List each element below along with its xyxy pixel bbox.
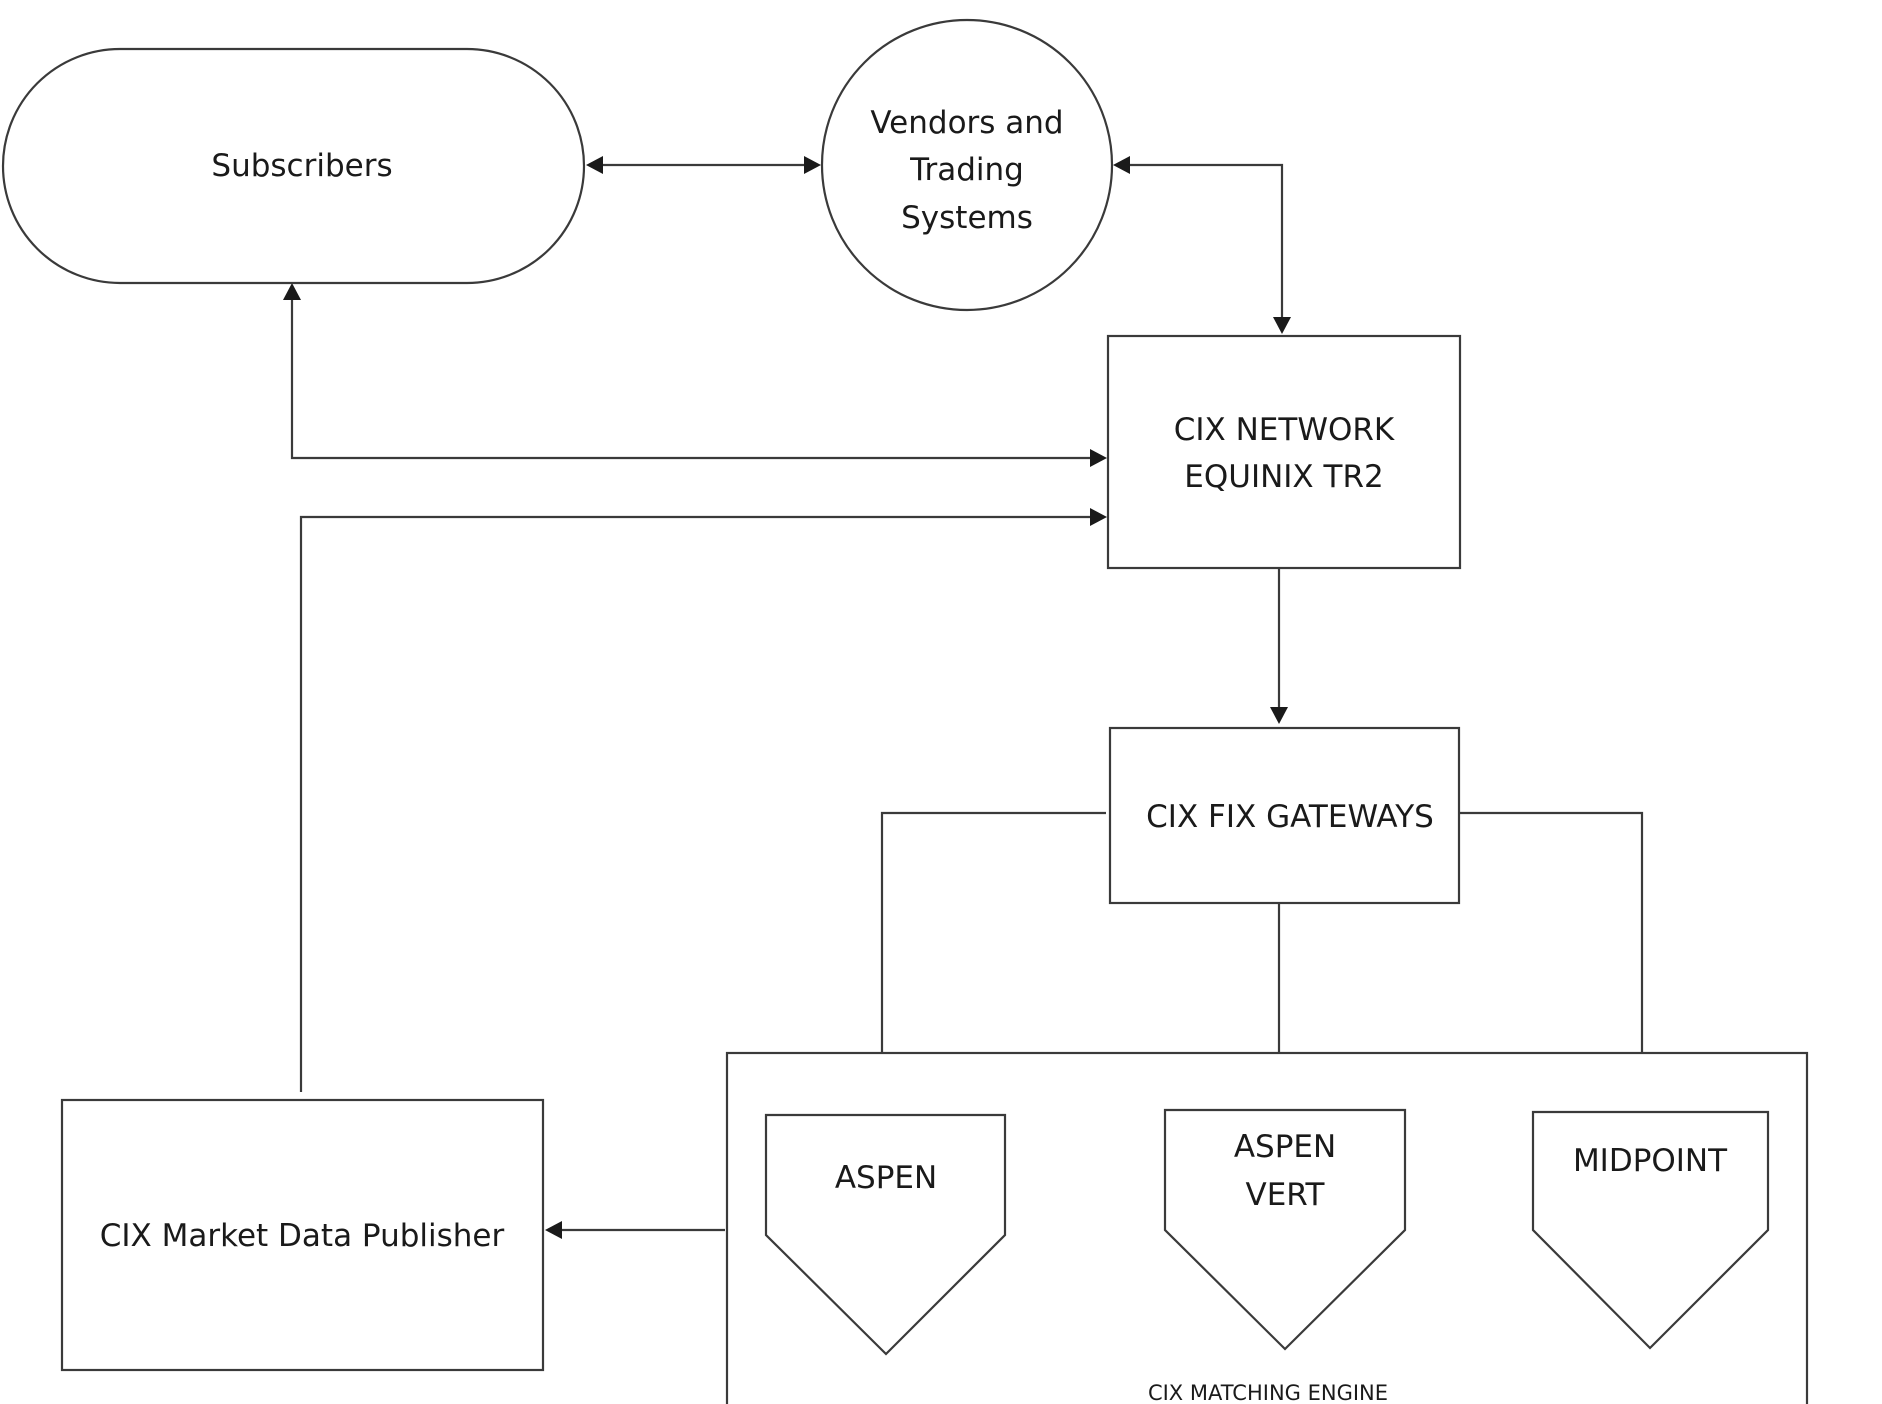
fix-gateways-shape xyxy=(1108,726,1461,905)
arrowhead-left xyxy=(545,1221,562,1239)
node-aspen[interactable]: ASPEN xyxy=(764,1113,1007,1356)
midpoint-label: MIDPOINT xyxy=(1573,1143,1728,1179)
node-midpoint[interactable]: MIDPOINT xyxy=(1531,1110,1770,1350)
aspen-vert-label-line-2: VERT xyxy=(1245,1177,1325,1213)
midpoint-shape xyxy=(1531,1110,1770,1350)
node-cix-network[interactable]: CIX NETWORK EQUINIX TR2 xyxy=(1106,334,1462,570)
vendors-label-line-1: Vendors and xyxy=(870,105,1063,141)
aspen-shape xyxy=(764,1113,1007,1356)
edge-gateways-aspen xyxy=(880,811,1106,1100)
node-subscribers[interactable]: Subscribers xyxy=(1,47,586,285)
aspen-vert-label-line-1: ASPEN xyxy=(1234,1129,1336,1165)
market-data-publisher-shape xyxy=(60,1098,545,1372)
arrowhead-right xyxy=(1090,449,1107,467)
matching-engine-label: CIX MATCHING ENGINE xyxy=(1148,1381,1388,1404)
fix-gateways-label: CIX FIX GATEWAYS xyxy=(1146,799,1434,835)
vendors-label-line-3: Systems xyxy=(901,200,1033,236)
market-data-publisher-label: CIX Market Data Publisher xyxy=(100,1218,505,1254)
edge-gateways-midpoint xyxy=(1455,811,1644,1098)
cix-network-label-line-1: CIX NETWORK xyxy=(1174,412,1395,448)
arrowhead-left xyxy=(1113,156,1130,174)
arrowhead-up xyxy=(283,283,301,300)
edges xyxy=(283,156,1651,1239)
aspen-label: ASPEN xyxy=(835,1160,937,1196)
arrowhead-down xyxy=(1270,707,1288,724)
vendors-shape xyxy=(820,18,1114,312)
edge-subscribers-network xyxy=(290,296,1098,460)
aspen-vert-shape xyxy=(1163,1108,1407,1351)
cix-network-shape xyxy=(1106,334,1462,570)
cix-network-label-line-2: EQUINIX TR2 xyxy=(1184,459,1383,495)
edge-vendors-network xyxy=(1122,163,1284,325)
arrowhead-left xyxy=(586,156,603,174)
node-aspen-vert[interactable]: ASPEN VERT xyxy=(1163,1108,1407,1351)
arrowhead-right xyxy=(804,156,821,174)
node-fix-gateways[interactable]: CIX FIX GATEWAYS xyxy=(1108,726,1461,905)
vendors-label-line-2: Trading xyxy=(909,152,1024,188)
arrowhead-right xyxy=(1090,508,1107,526)
subscribers-shape xyxy=(1,47,586,285)
edge-publisher-network xyxy=(299,515,1098,1092)
node-vendors[interactable]: Vendors and Trading Systems xyxy=(820,18,1114,312)
arrowhead-down xyxy=(1273,317,1291,334)
node-market-data-publisher[interactable]: CIX Market Data Publisher xyxy=(60,1098,545,1372)
subscribers-label: Subscribers xyxy=(211,148,392,184)
